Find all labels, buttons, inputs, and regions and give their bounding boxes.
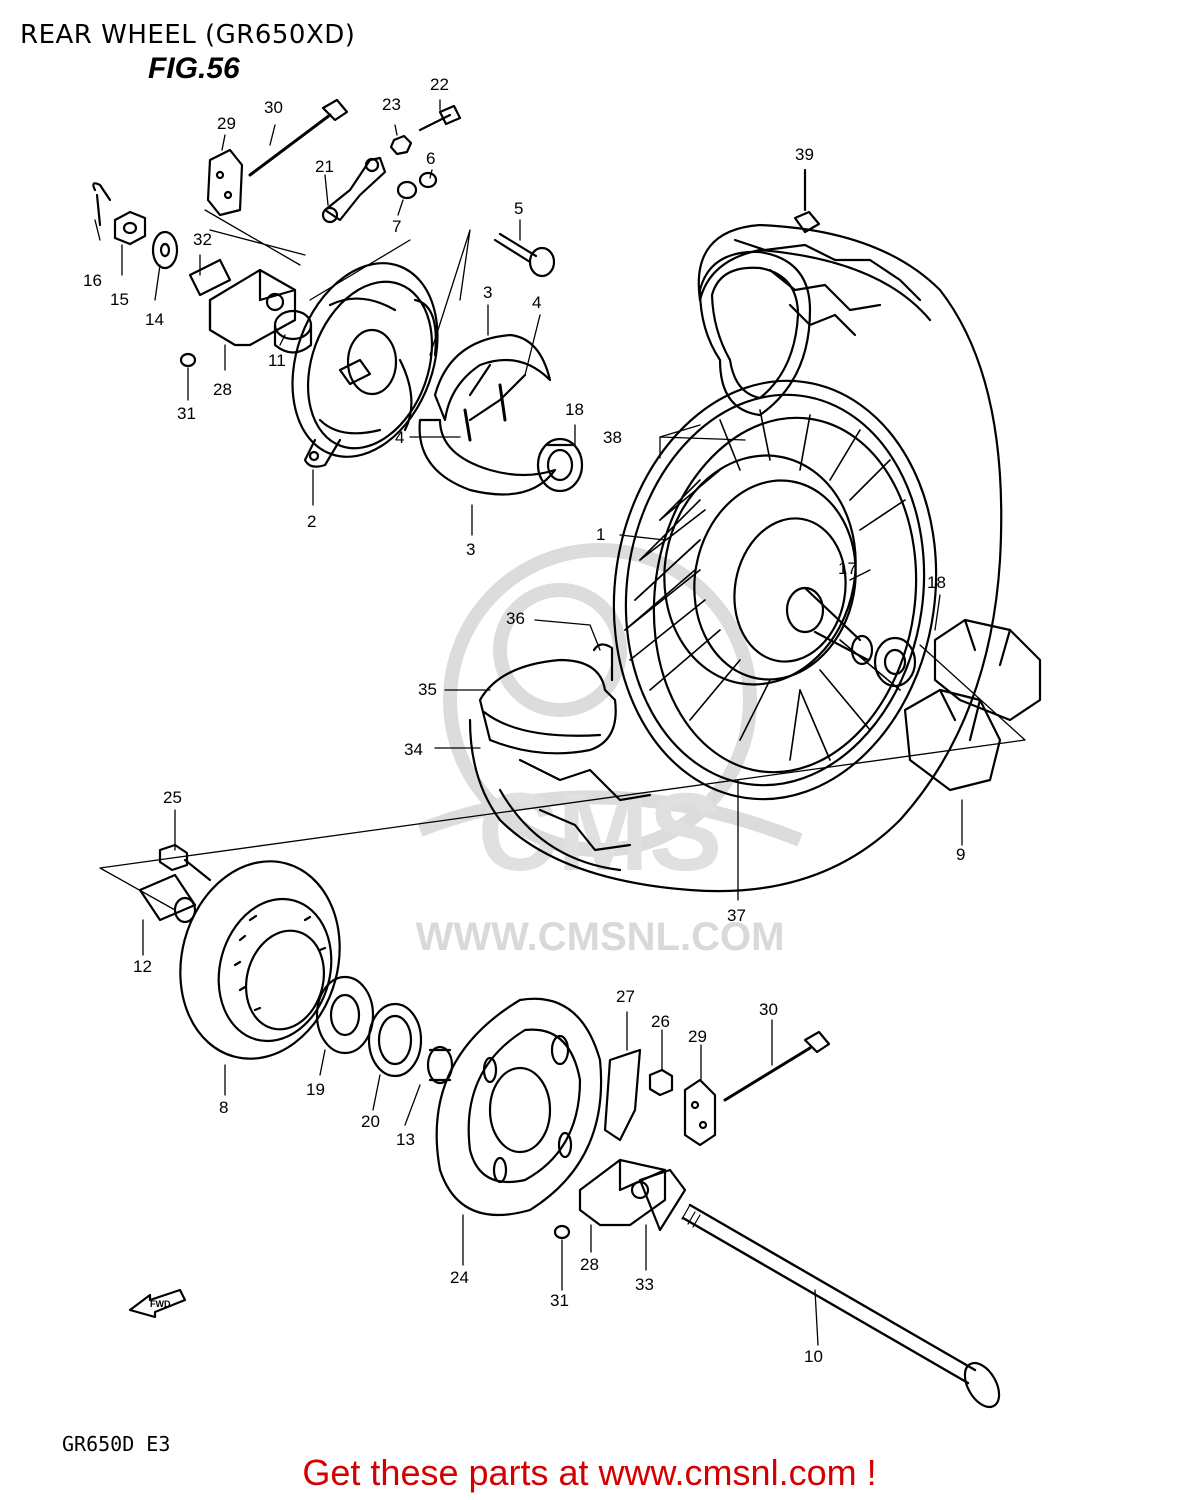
callout-33: 33 [635,1275,654,1294]
bolt-22 [418,104,462,132]
model-code: GR650D E3 [62,1432,171,1456]
washers-6-7 [396,171,438,200]
rear-axle [681,1203,1001,1409]
callout-22: 22 [430,75,449,94]
wheel-hub [663,454,874,686]
inner-tube [698,250,812,417]
axle-nut [92,182,179,270]
callout-labels: 1 2 3 3 4 4 5 6 7 8 9 10 11 12 13 14 15 … [83,75,965,1366]
callout-17: 17 [838,559,857,578]
oil-seal-20 [367,1002,423,1078]
callout-3b: 3 [466,540,475,559]
callout-28a: 28 [213,380,232,399]
callout-13: 13 [396,1130,415,1149]
callout-2: 2 [307,512,316,531]
watermark-url: WWW.CMSNL.COM [415,915,785,959]
leader-lines [94,99,963,1346]
callout-23: 23 [382,95,401,114]
cam-shaft [493,232,556,278]
callout-4b: 4 [395,428,404,447]
callout-30a: 30 [264,98,283,117]
callout-3a: 3 [483,283,492,302]
watermark-logo-text: CMS [478,771,722,894]
callout-11: 11 [268,351,286,370]
callout-7: 7 [392,217,401,236]
nut-23 [389,134,413,156]
rear-sprocket [435,997,603,1217]
axle-holder-right [553,1158,687,1240]
callout-35: 35 [418,680,437,699]
callout-19: 19 [306,1080,325,1099]
callout-16: 16 [83,271,102,290]
callout-12: 12 [133,957,152,976]
fwd-label: FWD [150,1299,171,1309]
callout-32: 32 [193,230,212,249]
callout-30b: 30 [759,1000,778,1019]
diagram-title: REAR WHEEL (GR650XD) [20,20,356,50]
callout-18b: 18 [927,573,946,592]
rim [612,379,938,801]
callout-36: 36 [506,609,525,628]
callout-28b: 28 [580,1255,599,1274]
callout-21: 21 [315,157,334,176]
callout-8: 8 [219,1098,228,1117]
bearing-19 [315,975,375,1055]
valve-cap [793,168,821,234]
watermark-logo: CMS [417,543,803,894]
callout-31a: 31 [177,404,196,423]
chain-adjuster-lower [683,1030,831,1147]
brake-cam-lever [321,156,387,224]
collar-bolt [138,843,212,924]
figure-number: FIG.56 [148,52,240,85]
nut-31-upper [179,352,197,368]
callout-20: 20 [361,1112,380,1131]
callout-14: 14 [145,310,164,329]
callout-29b: 29 [688,1027,707,1046]
callout-31b: 31 [550,1291,569,1310]
callout-34: 34 [404,740,423,759]
fwd-arrow: FWD [128,1288,187,1319]
chain-adjuster-upper [206,98,349,217]
callout-37: 37 [727,906,746,925]
callout-27: 27 [616,987,635,1006]
cush-drive-damper [903,618,1042,792]
callout-29a: 29 [217,114,236,133]
brake-shoes [418,333,557,496]
callout-6: 6 [426,149,435,168]
footer-link[interactable]: Get these parts at www.cmsnl.com ! [302,1452,877,1493]
callout-38: 38 [603,428,622,447]
callout-10: 10 [804,1347,823,1366]
callout-26: 26 [651,1012,670,1031]
spokes [624,409,906,761]
callout-4a: 4 [532,293,541,312]
axle-holder-left [188,258,313,354]
callout-39: 39 [795,145,814,164]
callout-18a: 18 [565,400,584,419]
brake-panel [291,262,439,468]
callout-5: 5 [514,199,523,218]
callout-24: 24 [450,1268,469,1287]
callout-1: 1 [596,525,605,544]
callout-9: 9 [956,845,965,864]
bearing-upper [536,437,584,493]
sprocket-drum [179,860,341,1060]
rim-band [478,643,617,755]
callout-25: 25 [163,788,182,807]
tyre [468,223,1003,893]
callout-15: 15 [110,290,129,309]
bearing-right [873,636,917,688]
